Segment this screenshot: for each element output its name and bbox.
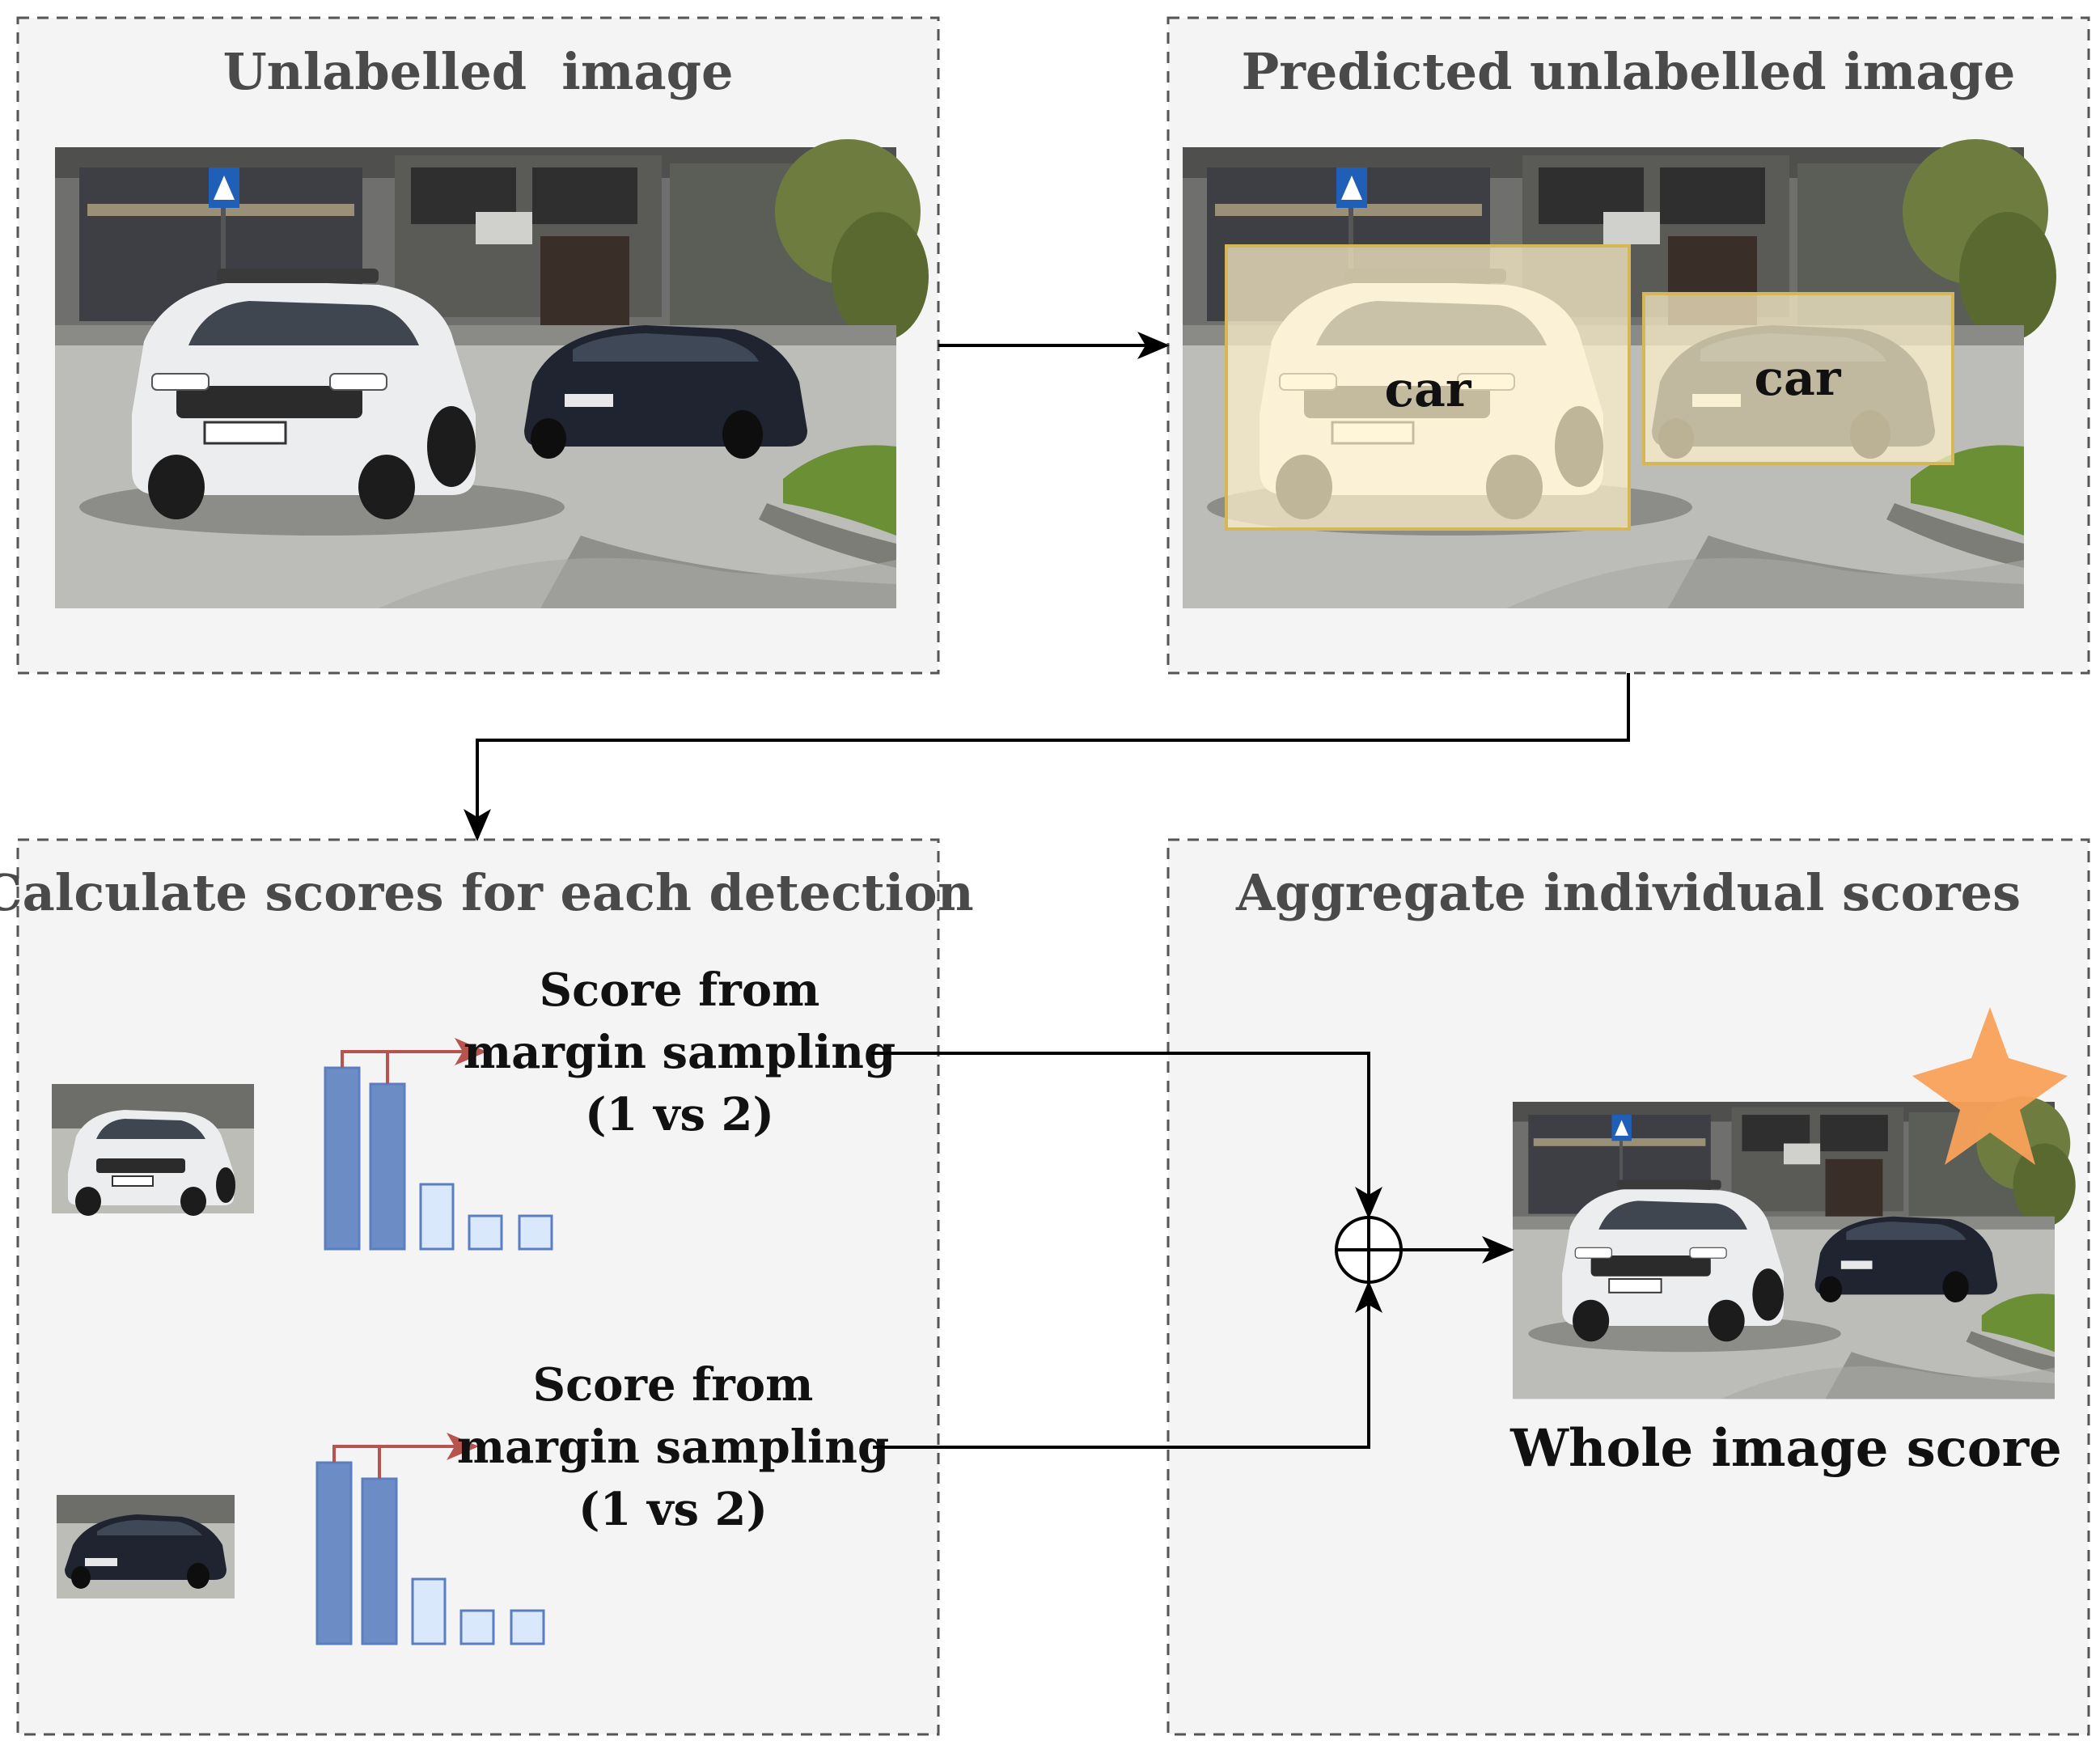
histogram-bar xyxy=(459,1609,495,1645)
margin-arrow xyxy=(341,1038,487,1068)
connector-arrows xyxy=(464,332,1630,1449)
margin-arrow xyxy=(332,1433,479,1463)
histogram-bar xyxy=(324,1066,361,1251)
detection-label: car xyxy=(1754,350,1841,407)
histogram-bar xyxy=(468,1214,503,1251)
score-text-2: Score from margin sampling (1 vs 2) xyxy=(457,1358,889,1536)
histogram-bar xyxy=(315,1461,353,1645)
histogram-bar xyxy=(361,1477,398,1645)
whole-image-score-label: Whole image score xyxy=(1509,1418,2062,1479)
dark-car-crop xyxy=(57,1495,235,1598)
panel-aggregate-scores: Aggregate individual scores Whole image … xyxy=(1166,838,2090,1736)
svg-text:margin sampling: margin sampling xyxy=(464,1026,895,1079)
svg-text:margin sampling: margin sampling xyxy=(457,1421,889,1474)
detection-label: car xyxy=(1384,362,1471,418)
histogram-bar xyxy=(510,1609,545,1645)
histogram-bar xyxy=(518,1214,553,1251)
detection-box-white-car: car xyxy=(1225,244,1631,531)
panel-title-calculate: Calculate scores for each detection xyxy=(0,863,974,922)
arrow-score1-to-sum xyxy=(871,1052,1382,1219)
svg-text:Score from: Score from xyxy=(533,1358,814,1412)
arrow-score2-to-sum xyxy=(873,1281,1382,1449)
unlabelled-street-photo xyxy=(53,138,930,610)
white-car-crop xyxy=(51,1083,255,1217)
histogram-bar xyxy=(411,1577,447,1645)
svg-text:(1 vs 2): (1 vs 2) xyxy=(578,1483,768,1536)
panel-predicted-image: Predicted unlabelled image car car xyxy=(1166,16,2090,675)
sum-operator-icon xyxy=(1335,1216,1403,1284)
result-street-photo xyxy=(1512,1095,2077,1400)
svg-text:(1 vs 2): (1 vs 2) xyxy=(585,1088,774,1141)
star-icon xyxy=(1912,1007,2068,1165)
histogram-bar xyxy=(419,1183,455,1251)
panel-title-aggregate: Aggregate individual scores xyxy=(1235,863,2021,922)
panel-calculate-scores: Calculate scores for each detection xyxy=(0,838,974,1736)
probability-histogram-2 xyxy=(315,1433,545,1645)
panel-unlabelled-image: Unlabelled image xyxy=(16,16,940,675)
score-text-1: Score from margin sampling (1 vs 2) xyxy=(464,963,895,1141)
probability-histogram-1 xyxy=(324,1038,553,1251)
panel-title-predicted: Predicted unlabelled image xyxy=(1242,42,2016,101)
panel-title-unlabelled: Unlabelled image xyxy=(223,42,734,101)
histogram-bar xyxy=(369,1082,406,1251)
svg-text:Score from: Score from xyxy=(540,963,820,1017)
arrow-predicted-to-calculate xyxy=(464,673,1630,841)
detection-box-dark-car: car xyxy=(1642,292,1954,465)
